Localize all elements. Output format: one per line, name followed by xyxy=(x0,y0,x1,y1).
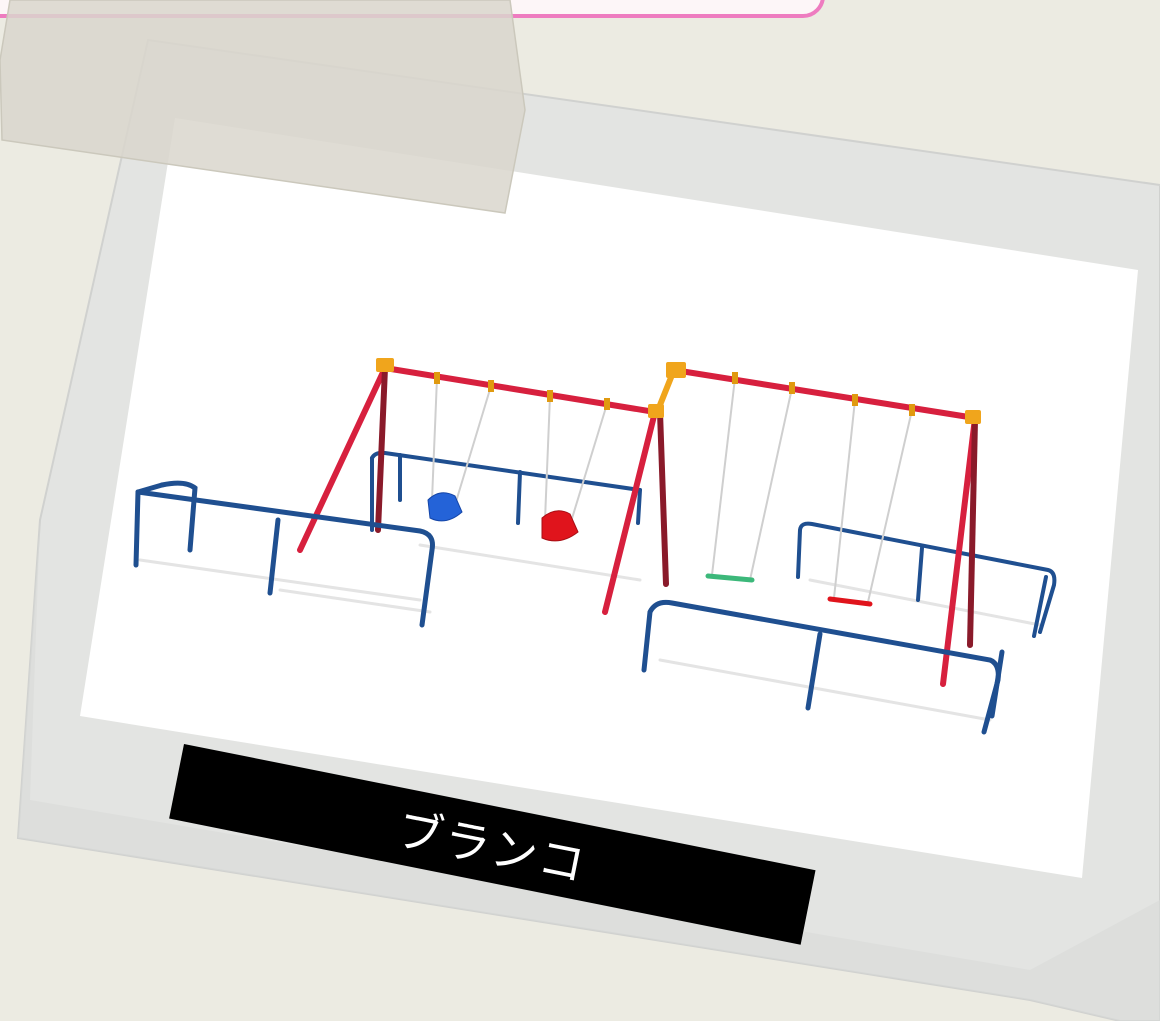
photo-area xyxy=(80,118,1138,878)
seat-red-flat xyxy=(827,596,873,607)
seat-green xyxy=(705,573,755,583)
masking-tape xyxy=(0,0,526,214)
polaroid-card-shade xyxy=(18,520,1160,1021)
seat-red xyxy=(541,510,579,542)
swing-set-illustration xyxy=(133,358,1057,735)
seat-blue xyxy=(427,492,463,522)
